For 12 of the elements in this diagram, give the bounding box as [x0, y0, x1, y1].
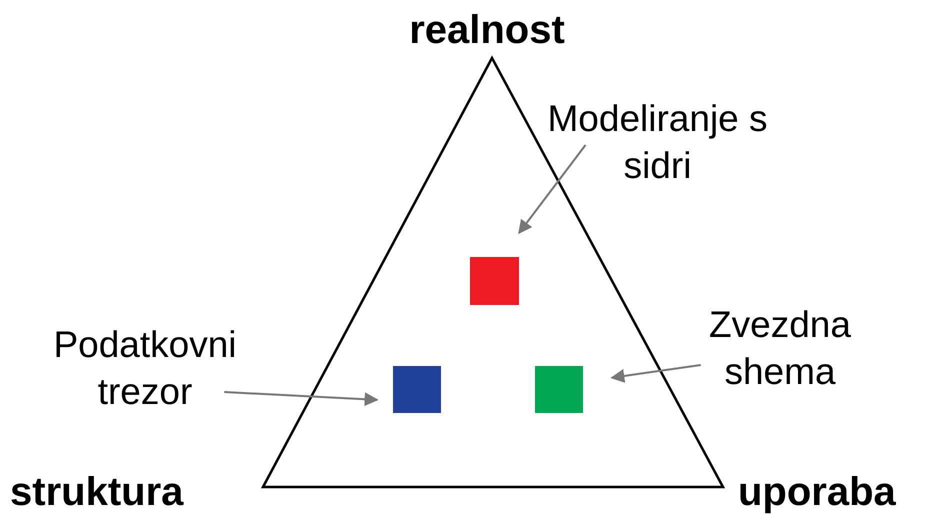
method-label: Modeliranje s sidri: [546, 97, 769, 188]
leader-arrow: [518, 144, 586, 234]
corner-label: uporaba: [738, 470, 896, 514]
leader-arrow: [610, 364, 701, 383]
method-label: Podatkovni trezor: [52, 323, 238, 414]
colored-square: [535, 366, 583, 413]
corner-label: realnost: [408, 8, 566, 52]
leader-arrow: [224, 391, 379, 406]
colored-square: [393, 366, 441, 413]
method-label: Zvezdna shema: [708, 303, 852, 394]
colored-square: [470, 257, 519, 305]
corner-label: struktura: [10, 470, 184, 514]
